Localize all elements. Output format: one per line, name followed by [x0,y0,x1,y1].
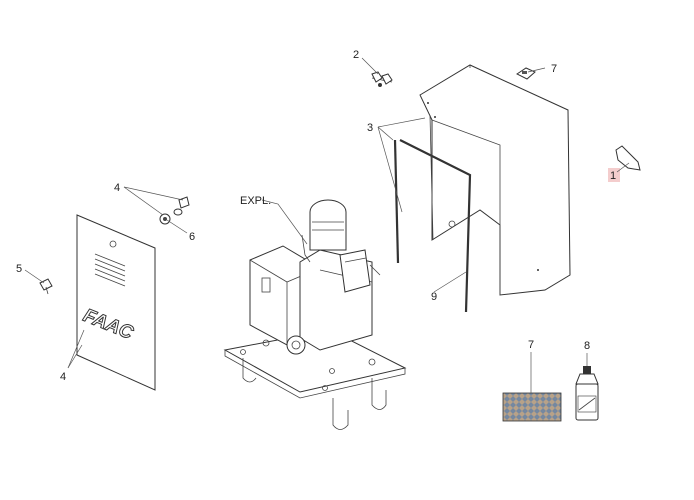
callout-3: 3 [367,122,373,134]
cover-housing [419,64,571,296]
screw-part [371,71,393,87]
leader-lines [24,57,630,393]
fastener-parts [159,196,190,225]
motor-assembly [223,199,407,430]
gasket-strips [393,114,472,313]
callout-8: 8 [584,340,590,352]
clip-part [608,145,641,182]
oil-bottle [575,366,599,421]
panel-screw [39,278,53,295]
callout-7-top: 7 [551,63,557,75]
lubricant-pad [502,392,562,422]
callout-1: 1 [610,170,616,182]
callout-7-bottom: 7 [528,339,534,351]
callout-4-top: 4 [114,182,120,194]
callout-9: 9 [431,291,437,303]
callout-expl: EXPL. [240,195,271,207]
cover-plug-part [516,67,536,80]
callout-6: 6 [189,231,195,243]
callout-2: 2 [353,49,359,61]
callout-5: 5 [16,263,22,275]
callout-4-bottom: 4 [60,371,66,383]
front-panel: FAAC [76,214,156,391]
callout-labels: 1 2 3 4 4 5 6 7 7 8 9 EXPL. [16,49,616,383]
